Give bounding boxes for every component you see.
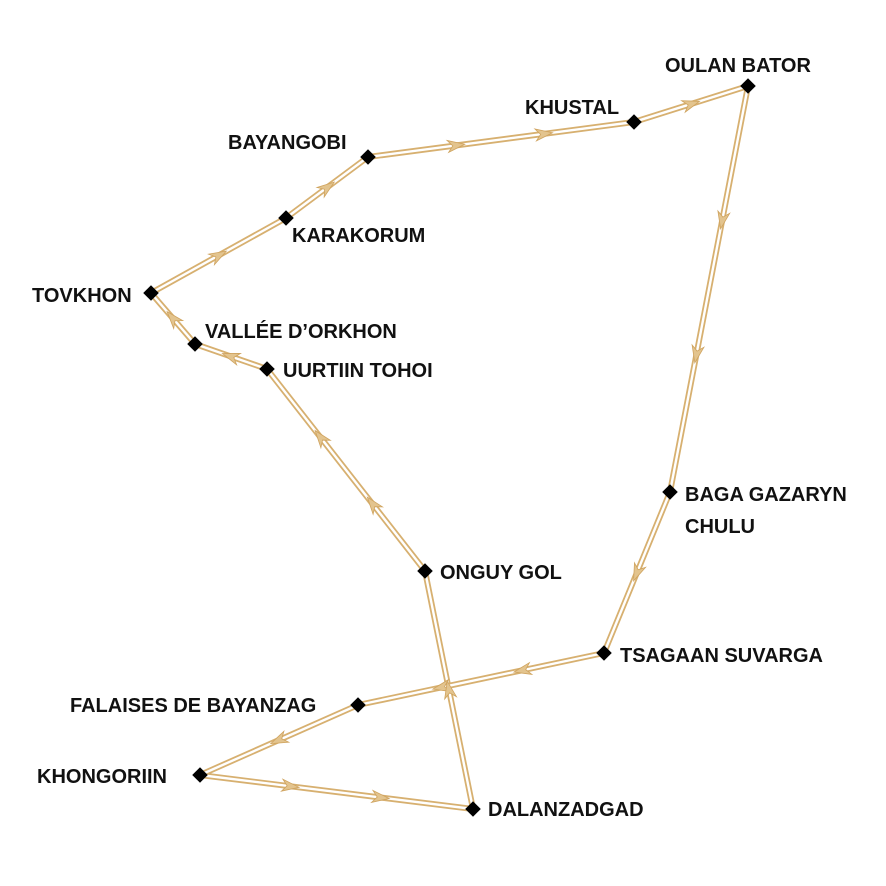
place-marker-tsagaan-suvarga [596, 645, 612, 661]
direction-arrow-icon [166, 310, 185, 330]
route-direction-arrows [166, 100, 731, 804]
direction-arrow-icon [315, 181, 336, 199]
place-label-tovkhon: TOVKHON [32, 285, 132, 307]
place-label-baga-gazaryn: BAGA GAZARYN [685, 484, 847, 506]
place-label-onguy-gol: ONGUY GOL [440, 562, 562, 584]
direction-arrow-icon [717, 209, 731, 231]
place-label-karakorum: KARAKORUM [292, 225, 425, 247]
place-marker-karakorum [278, 210, 294, 226]
place-marker-vallee-orkhon [187, 336, 203, 352]
place-marker-bayangobi [360, 149, 376, 165]
direction-arrow-icon [366, 496, 384, 516]
direction-arrow-icon [314, 429, 332, 450]
place-label-khongoriin: KHONGORIIN [37, 766, 167, 788]
place-labels: OULAN BATOR KHUSTAL BAYANGOBI KARAKORUM … [32, 55, 847, 821]
place-label-vallee-orkhon: VALLÉE D’ORKHON [205, 320, 397, 343]
direction-arrow-icon [633, 561, 647, 582]
place-label-tsagaan-suvarga: TSAGAAN SUVARGA [620, 645, 823, 667]
place-label-oulan-bator: OULAN BATOR [665, 55, 811, 77]
place-label-bayangobi: BAYANGOBI [228, 132, 347, 154]
place-marker-dalanzadgad [465, 801, 481, 817]
direction-arrow-icon [444, 679, 458, 701]
direction-arrow-icon [691, 343, 705, 365]
place-label-dalanzadgad: DALANZADGAD [488, 799, 644, 821]
place-marker-tovkhon [143, 285, 159, 301]
place-label-khustal: KHUSTAL [525, 97, 619, 119]
direction-arrow-icon [680, 100, 701, 114]
place-label-uurtiin-tohoi: UURTIIN TOHOI [283, 360, 433, 382]
direction-arrow-icon [370, 789, 391, 804]
place-marker-oulan-bator [740, 78, 756, 94]
direction-arrow-icon [512, 661, 534, 676]
direction-arrow-icon [207, 250, 228, 266]
place-label-falaises-bayanzag: FALAISES DE BAYANZAG [70, 695, 316, 717]
direction-arrow-icon [269, 729, 291, 745]
place-label-baga-gazaryn-line2: CHULU [685, 516, 755, 538]
direction-arrow-icon [221, 353, 242, 367]
place-marker-khongoriin [192, 767, 208, 783]
place-marker-khustal [626, 114, 642, 130]
route-line-inner [149, 84, 750, 811]
direction-arrow-icon [280, 778, 301, 792]
direction-arrow-icon [533, 128, 554, 142]
direction-arrow-icon [445, 139, 466, 154]
route-line [148, 83, 751, 812]
